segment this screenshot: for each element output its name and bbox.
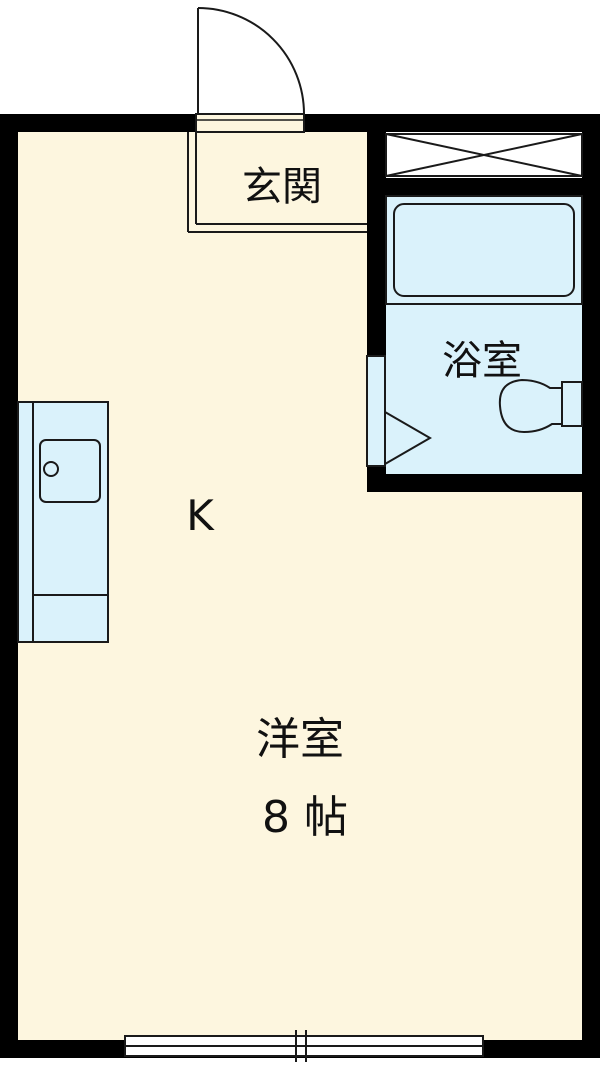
door-swing-icon — [195, 7, 305, 133]
window-icon — [124, 1030, 484, 1062]
bathtub-icon — [385, 195, 583, 305]
kitchen-label: K — [186, 491, 215, 540]
storage-cross-icon — [385, 133, 583, 177]
entrance-area — [187, 132, 367, 233]
bathroom-door — [366, 355, 432, 467]
western-room-size: 8 帖 — [262, 792, 348, 843]
toilet-icon — [498, 378, 583, 434]
western-room-label: 洋室 — [256, 714, 344, 765]
kitchen-sink-icon — [17, 401, 109, 643]
bathroom-floor — [386, 196, 582, 474]
bathroom-label: 浴室 — [442, 338, 522, 384]
entrance-label: 玄関 — [242, 164, 322, 210]
